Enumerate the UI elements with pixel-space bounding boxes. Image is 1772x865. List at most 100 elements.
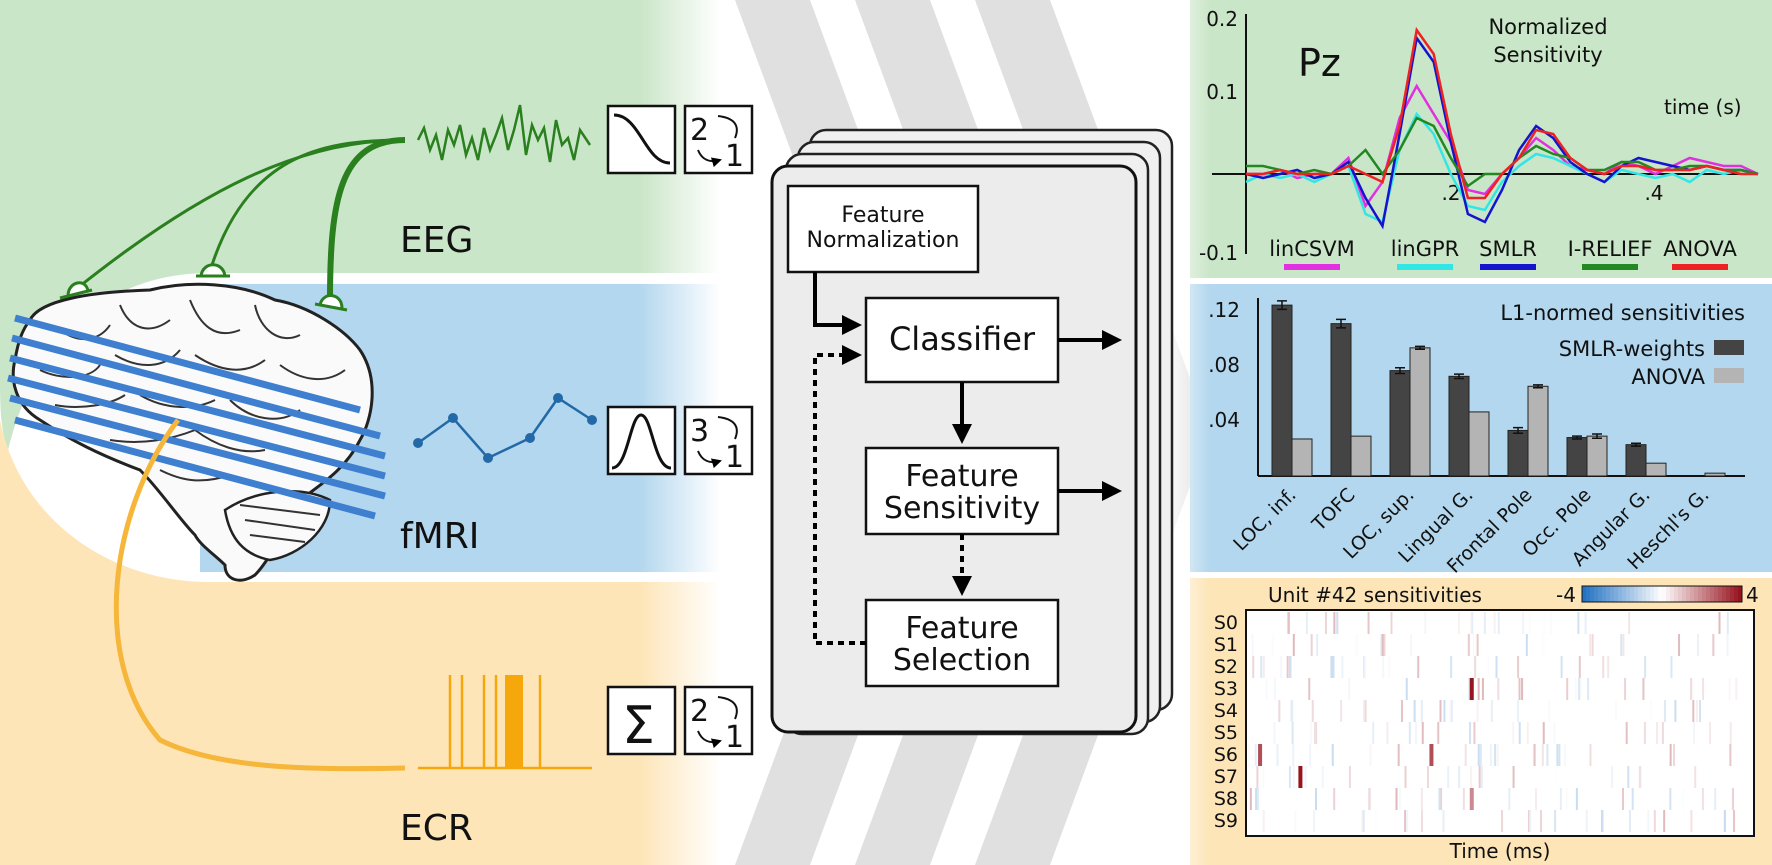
colorbar-step bbox=[1702, 586, 1706, 602]
colorbar-step bbox=[1630, 586, 1634, 602]
bar-smlr-weights-6 bbox=[1625, 444, 1647, 477]
heatmap-row-label: S0 bbox=[1214, 612, 1238, 634]
heatmap-cell bbox=[1625, 722, 1628, 744]
heatmap-cell bbox=[1574, 678, 1577, 700]
bar-legend-swatch-0 bbox=[1714, 340, 1744, 355]
heatmap-row-label: S7 bbox=[1214, 766, 1238, 788]
heatmap-cell bbox=[1735, 678, 1738, 700]
heatmap-cell bbox=[1467, 634, 1470, 656]
heatmap-cell bbox=[1702, 678, 1705, 700]
heatmap-cell bbox=[1364, 700, 1367, 722]
colorbar-step bbox=[1598, 586, 1602, 602]
heatmap-cell bbox=[1643, 722, 1646, 744]
heatmap-cell bbox=[1663, 700, 1666, 722]
heatmap-cell bbox=[1404, 766, 1407, 788]
heatmap-cell bbox=[1518, 678, 1521, 700]
eeg-result-bg bbox=[1190, 0, 1772, 278]
heatmap-cell bbox=[1294, 810, 1297, 832]
heatmap-cell bbox=[1499, 678, 1502, 700]
heatmap-cell bbox=[1695, 700, 1698, 722]
colorbar-step bbox=[1606, 586, 1610, 602]
bar-anova-1 bbox=[1350, 435, 1372, 477]
heatmap-cell bbox=[1627, 766, 1630, 788]
heatmap-cell bbox=[1310, 722, 1313, 744]
colorbar-step bbox=[1714, 586, 1718, 602]
heatmap-cell bbox=[1265, 678, 1268, 700]
heatmap-cell bbox=[1462, 788, 1465, 810]
heatmap-cell bbox=[1693, 722, 1696, 744]
heatmap-row-label: S2 bbox=[1214, 656, 1238, 678]
colorbar-step bbox=[1710, 586, 1714, 602]
colorbar-step bbox=[1674, 586, 1678, 602]
heatmap-cell bbox=[1362, 810, 1365, 832]
legend-label-smlr: SMLR bbox=[1479, 237, 1537, 261]
eeg-transform-icons: 2 1 bbox=[606, 104, 754, 175]
heatmap-cell bbox=[1528, 612, 1531, 634]
legend-label-lincsvm: linCSVM bbox=[1269, 237, 1354, 261]
heatmap-cbar-min: -4 bbox=[1556, 583, 1576, 607]
bar-ytick-0: .12 bbox=[1208, 298, 1240, 322]
heatmap-cell bbox=[1512, 766, 1515, 788]
heatmap-cell bbox=[1621, 788, 1624, 810]
classifier-label: Classifier bbox=[889, 320, 1036, 358]
selection-line1: Feature bbox=[905, 611, 1018, 646]
heatmap-cell bbox=[1286, 656, 1289, 678]
heatmap-cell bbox=[1669, 788, 1672, 810]
heatmap-xlabel: Time (ms) bbox=[1449, 839, 1551, 863]
heatmap-cell bbox=[1496, 744, 1499, 766]
bar-title: L1-normed sensitivities bbox=[1500, 301, 1745, 325]
heatmap-cell bbox=[1508, 788, 1511, 810]
heatmap-cell bbox=[1340, 700, 1343, 722]
error-bar bbox=[1533, 384, 1543, 389]
heatmap-cell bbox=[1477, 678, 1480, 700]
heatmap-cell bbox=[1310, 634, 1313, 656]
heatmap-cell-strong bbox=[1469, 788, 1474, 810]
bar-smlr-weights-5 bbox=[1566, 437, 1588, 477]
heatmap-cell bbox=[1458, 766, 1461, 788]
error-bar bbox=[1395, 367, 1405, 375]
heatmap-cell bbox=[1723, 810, 1726, 832]
heatmap-cell bbox=[1701, 788, 1704, 810]
heatmap-cell bbox=[1682, 788, 1685, 810]
heatmap-cell bbox=[1546, 744, 1549, 766]
heatmap-cell bbox=[1560, 656, 1563, 678]
heatmap-cell-strong bbox=[1429, 744, 1434, 766]
brain-icon bbox=[7, 282, 386, 582]
heatmap-cell bbox=[1589, 634, 1592, 656]
heatmap-cell bbox=[1678, 634, 1681, 656]
selection-line2: Selection bbox=[893, 643, 1031, 678]
heatmap-cell bbox=[1624, 678, 1627, 700]
legend-swatch-smlr bbox=[1480, 264, 1536, 270]
colorbar-step bbox=[1610, 586, 1614, 602]
fmri-slices bbox=[7, 314, 386, 520]
error-bar bbox=[1592, 433, 1602, 440]
heatmap-cell bbox=[1733, 810, 1736, 832]
heatmap-cell bbox=[1670, 656, 1673, 678]
heatmap-cell bbox=[1607, 656, 1610, 678]
legend-label-i-relief: I-RELIEF bbox=[1568, 237, 1653, 261]
heatmap-cell bbox=[1674, 700, 1677, 722]
heatmap-cell bbox=[1541, 744, 1544, 766]
heatmap-cell bbox=[1512, 722, 1515, 744]
heatmap-cell bbox=[1251, 634, 1254, 656]
error-bar bbox=[1336, 318, 1346, 329]
unit-heatmap-chart: Unit #42 sensitivities -4 4 S0S1S2S3S4S5… bbox=[1214, 583, 1759, 863]
heatmap-cell bbox=[1427, 766, 1430, 788]
colorbar-step bbox=[1678, 586, 1682, 602]
ecr-dim-to: 1 bbox=[725, 720, 744, 755]
heatmap-row-label: S9 bbox=[1214, 810, 1238, 832]
heatmap-cell bbox=[1408, 722, 1411, 744]
heatmap-cell bbox=[1493, 612, 1496, 634]
heatmap-cell bbox=[1372, 722, 1375, 744]
heatmap-cell bbox=[1305, 612, 1308, 634]
electrode-icon bbox=[196, 263, 230, 278]
heatmap-cell bbox=[1729, 744, 1732, 766]
timecourse-channel: Pz bbox=[1298, 41, 1341, 85]
heatmap-cell bbox=[1518, 722, 1521, 744]
heatmap-cell bbox=[1330, 656, 1333, 678]
heatmap-cell bbox=[1293, 788, 1296, 810]
heatmap-cell bbox=[1273, 722, 1276, 744]
colorbar-step bbox=[1694, 586, 1698, 602]
heatmap-cell bbox=[1614, 700, 1617, 722]
colorbar-step bbox=[1730, 586, 1734, 602]
